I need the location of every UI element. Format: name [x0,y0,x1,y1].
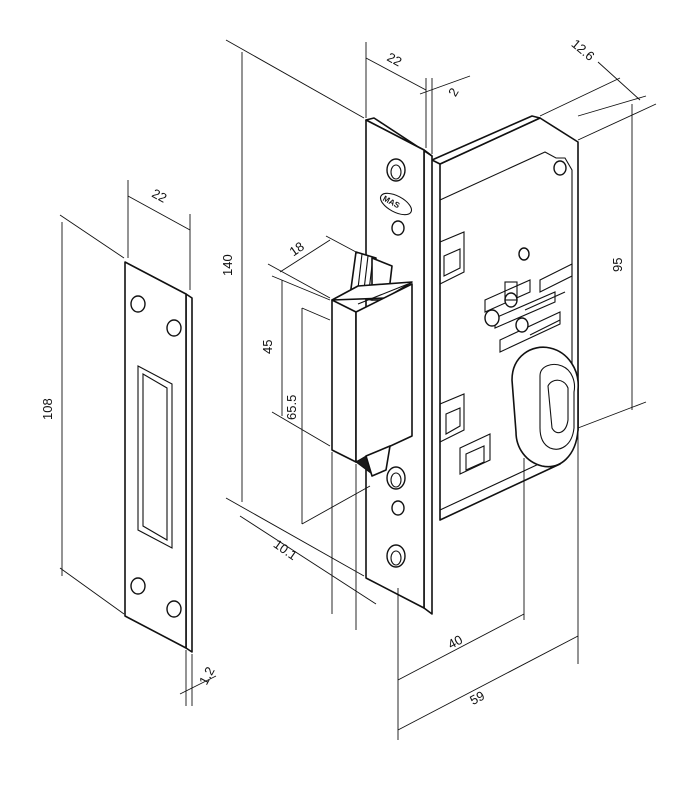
dimension-strike-width: 22 [127,180,191,290]
case-screw-hole [553,160,567,176]
dimension-bolt-height: 45 [260,275,331,447]
dimension-overall-height: 140 [220,39,365,577]
dim-label-bolt-projection: 10.1 [271,536,300,563]
dim-label-faceplate-offset: 2 [445,85,462,99]
dim-label-bolt-center: 65.5 [284,395,299,420]
faceplate-screw-hole [386,466,406,490]
dimension-bolt-width: 18 [267,235,357,299]
deadbolt [331,251,413,477]
deadbolt-lower-tooth [365,445,391,477]
strike-plate [124,261,193,653]
dimension-faceplate-width: 22 [365,42,427,148]
dim-label-backset: 40 [445,632,465,652]
faceplate-screw-hole [391,220,405,236]
dimension-cylinder-height: 95 [577,95,647,429]
strike-screw-hole [130,577,146,595]
deadbolt-side [355,283,413,463]
hub-mechanism [484,263,573,353]
cylinder-hole [511,346,579,468]
dim-label-case-depth: 59 [467,688,487,708]
deadbolt-top [331,281,413,301]
strike-plate-face [124,261,187,649]
faceplate-screw-hole [386,158,406,182]
dim-label-strike-thickness: 1.2 [196,664,218,687]
case-window-upper [439,231,465,285]
dim-label-strike-width: 22 [150,186,170,206]
dimension-faceplate-offset: 2 [419,75,471,154]
case-window-upper-inner [443,248,461,277]
case-window-lower-inner [445,407,461,435]
lock-case [431,115,579,521]
dim-label-strike-height: 108 [40,398,55,420]
dimension-backset: 40 [397,458,525,690]
strike-latch-opening [137,365,173,549]
faceplate-screw-hole [386,544,406,568]
dimension-strike-thickness: 1.2 [179,650,218,706]
strike-plate-edge [185,293,193,653]
case-window-bottom-inner [465,445,485,471]
strike-screw-hole [166,600,182,618]
dim-label-bolt-height: 45 [260,340,275,354]
dim-label-cylinder-height: 95 [610,258,625,272]
dimension-case-depth: 59 [397,432,579,740]
case-window-bottom [459,433,491,475]
dimension-strike-height: 108 [40,214,125,615]
faceplate-screw-hole [391,500,405,516]
dimension-bolt-center: 65.5 [284,307,371,525]
case-window-lower [439,393,465,443]
dim-label-faceplate-width: 22 [385,49,405,69]
dim-label-bolt-width: 18 [286,239,306,260]
strike-screw-hole [130,295,146,313]
dim-label-case-depth-top: 12.6 [569,36,598,64]
dim-label-overall-height: 140 [220,254,235,276]
strike-screw-hole [166,319,182,337]
case-top-edge [431,115,541,165]
dimension-case-depth-top: 12.6 [539,36,657,141]
strike-latch-opening-inner [142,373,168,541]
faceplate-edge [423,149,433,615]
dimension-bolt-projection: 10.1 [239,452,377,630]
case-screw-hole [518,247,530,261]
deadbolt-front [331,299,357,463]
